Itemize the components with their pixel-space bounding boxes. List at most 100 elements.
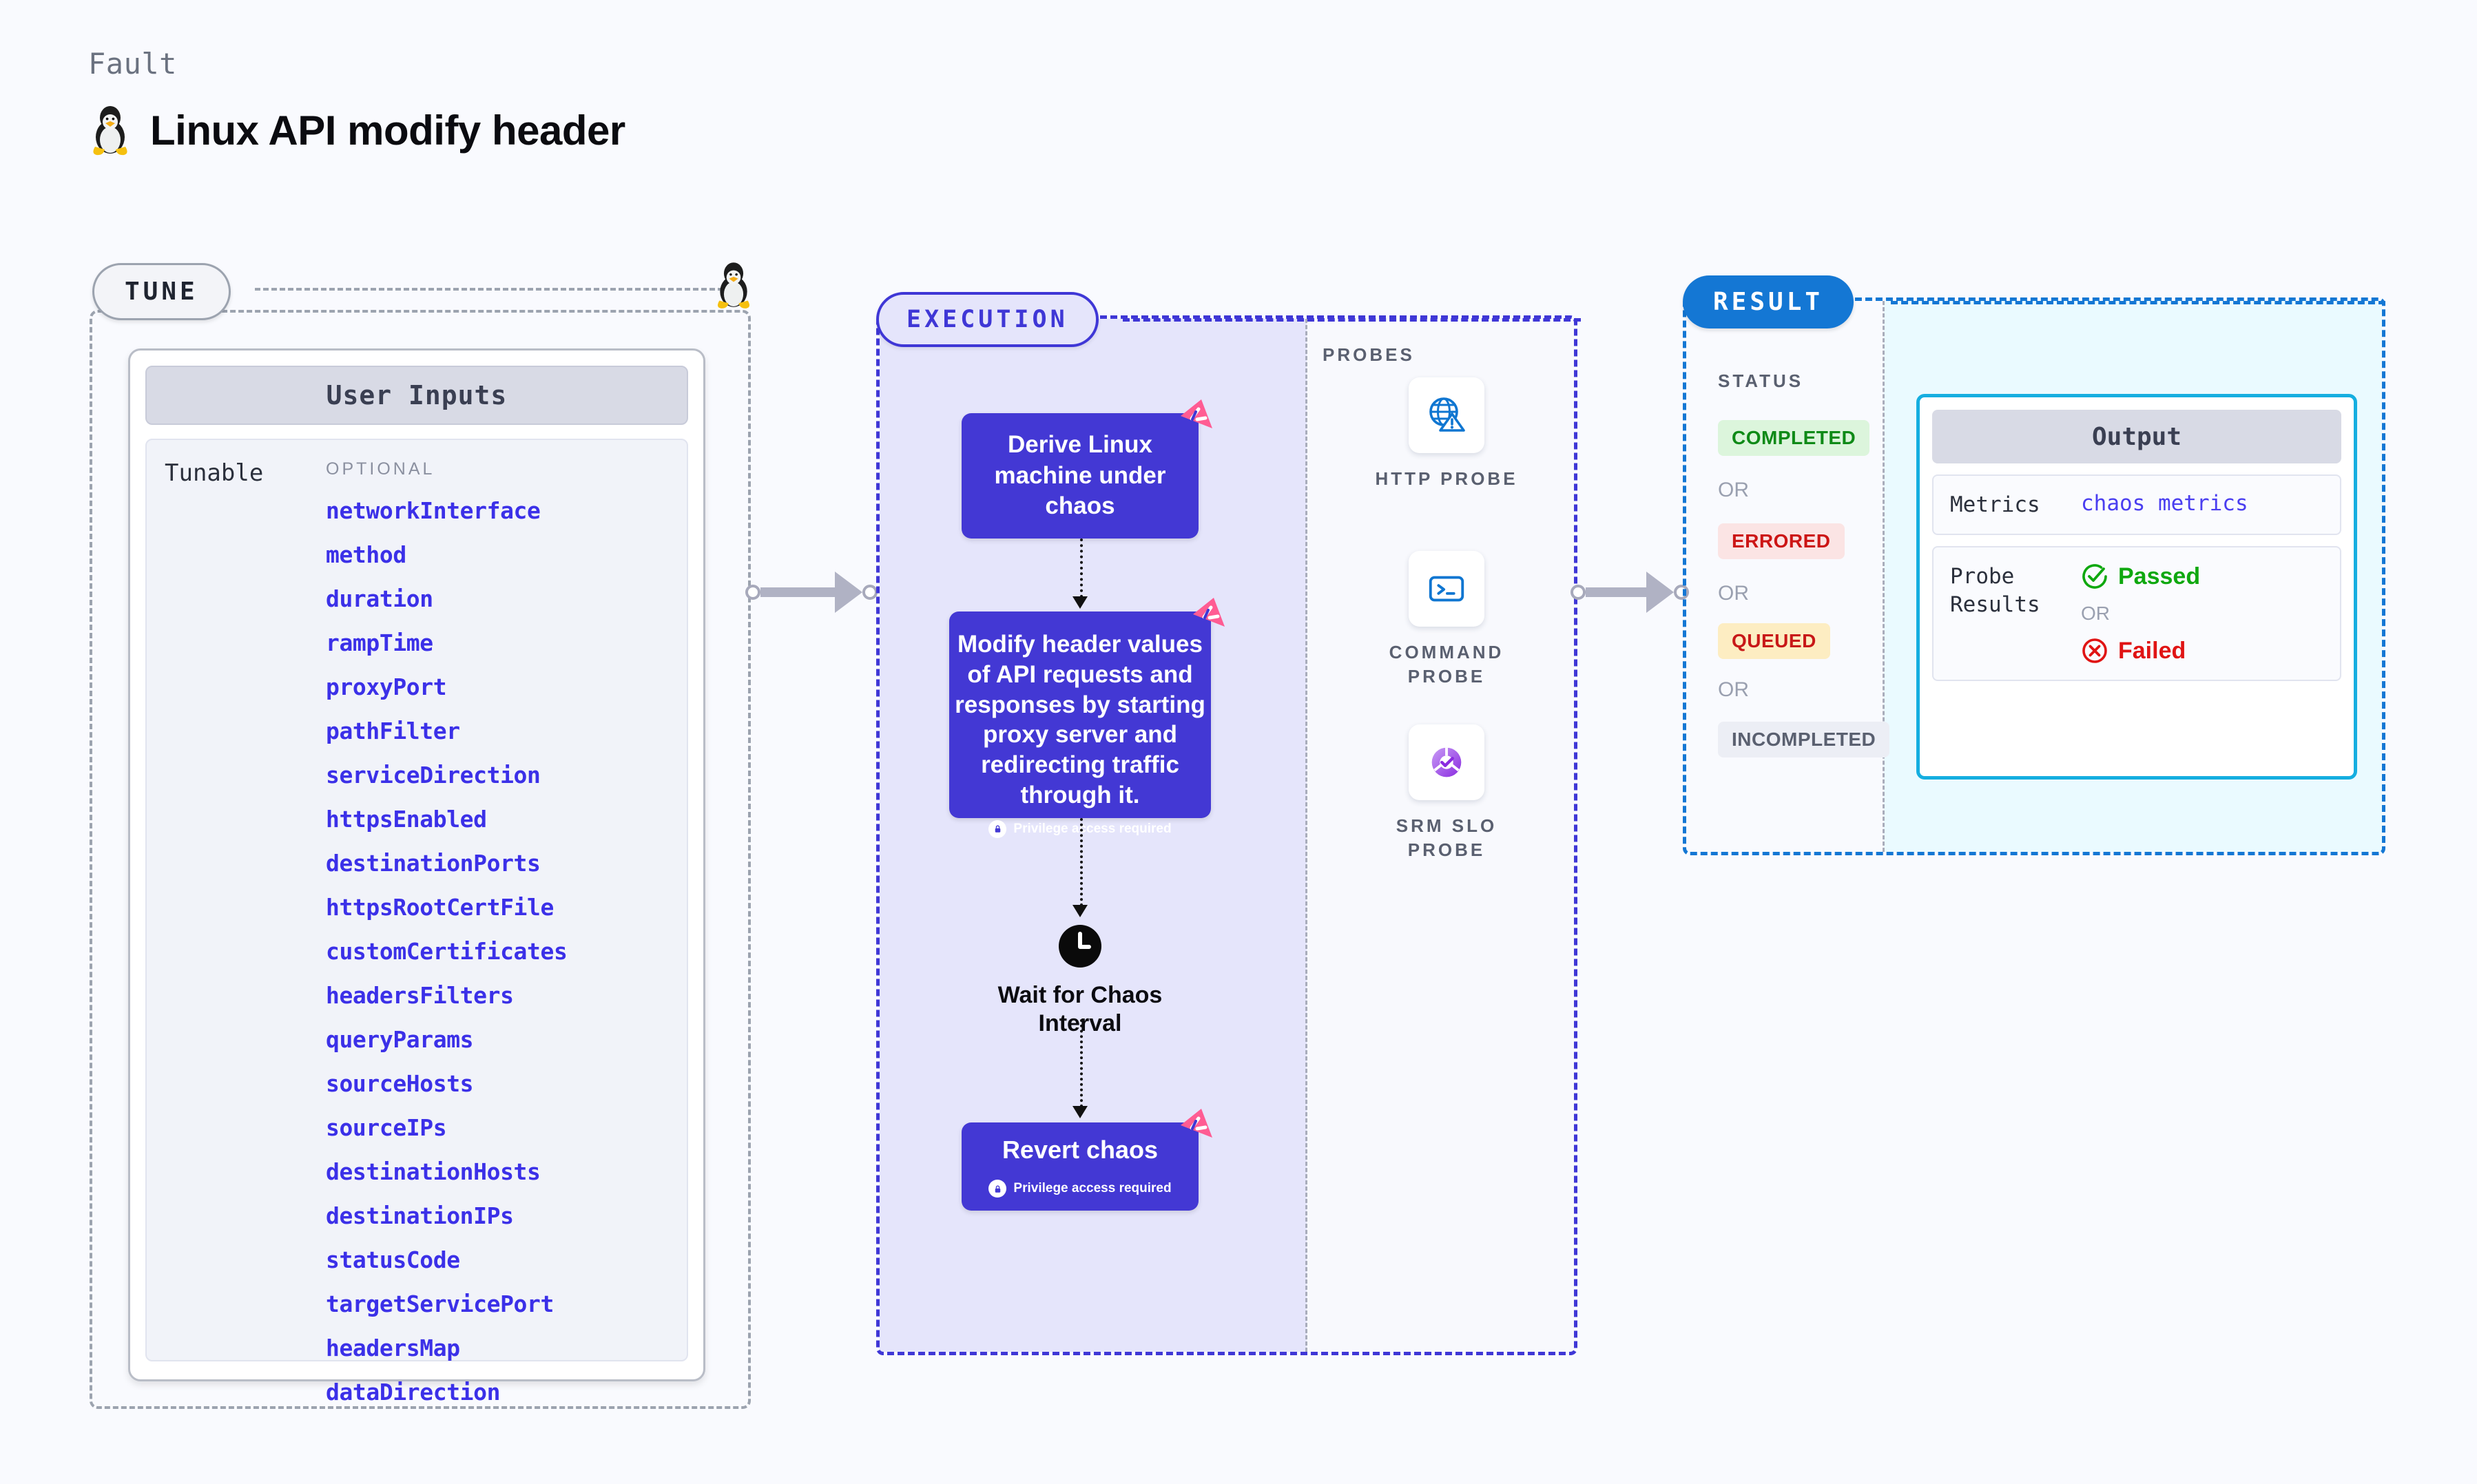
optional-label: OPTIONAL	[326, 459, 435, 479]
probe-results-key: Probe Results	[1950, 564, 2040, 617]
tune-stage-boundary	[90, 310, 751, 1409]
connector-start-dot	[1571, 585, 1586, 600]
tunable-item[interactable]: dataDirection	[326, 1379, 501, 1405]
privilege-badge: Privilege access required	[988, 819, 1172, 838]
connector-start-dot	[745, 585, 760, 600]
execution-to-result-connector	[1571, 572, 1689, 613]
connector-arrow-head	[1646, 572, 1674, 613]
probes-title: PROBES	[1323, 344, 1415, 365]
connector-bar	[760, 587, 836, 597]
title-row: Linux API modify header	[88, 104, 625, 156]
execution-node-modify[interactable]: Modify header values of API requests and…	[949, 598, 1225, 838]
status-badge-incompleted: INCOMPLETED	[1718, 722, 1890, 757]
status-or-label: OR	[1718, 479, 1749, 501]
probe-result-failed: Failed	[2081, 637, 2323, 665]
fault-marker-flag-icon	[1181, 1109, 1212, 1138]
clock-icon	[1059, 925, 1101, 968]
tunable-item[interactable]: destinationPorts	[326, 850, 541, 877]
execution-node-wait-label: Wait for Chaos Interval	[997, 982, 1163, 1037]
execution-probes-divider	[1305, 319, 1307, 1352]
tunable-item[interactable]: method	[326, 541, 406, 568]
lock-icon	[988, 1180, 1007, 1198]
tunable-item[interactable]: pathFilter	[326, 718, 460, 744]
privilege-badge: Privilege access required	[988, 1180, 1172, 1198]
tunable-item[interactable]: destinationIPs	[326, 1202, 514, 1229]
output-row-metrics: Metrics chaos metrics	[1932, 474, 2341, 536]
metrics-value[interactable]: chaos metrics	[2081, 491, 2248, 516]
tunable-item[interactable]: queryParams	[326, 1026, 474, 1053]
tunable-item[interactable]: httpsEnabled	[326, 806, 487, 833]
execution-node-wait[interactable]: Wait for Chaos Interval	[964, 923, 1196, 1038]
x-circle-icon	[2082, 638, 2107, 664]
fault-eyebrow-label: Fault	[88, 47, 177, 81]
fault-marker-flag-icon	[1193, 598, 1225, 627]
probe-label: COMMAND PROBE	[1389, 642, 1504, 687]
execution-node-revert-label: Revert chaos	[1002, 1136, 1159, 1164]
status-badge-completed: COMPLETED	[1718, 420, 1870, 456]
connector-arrow-head	[835, 572, 862, 613]
tunable-item[interactable]: headersFilters	[326, 982, 514, 1009]
tunable-item[interactable]: headersMap	[326, 1335, 460, 1361]
page-title: Linux API modify header	[150, 107, 625, 154]
tunable-item[interactable]: rampTime	[326, 629, 433, 656]
tunable-item[interactable]: sourceIPs	[326, 1114, 447, 1141]
status-or-label: OR	[1718, 582, 1749, 605]
tunable-item[interactable]: duration	[326, 585, 433, 612]
privilege-badge-label: Privilege access required	[1013, 821, 1172, 836]
flow-arrow-1-head	[1072, 596, 1088, 609]
result-connector-line	[1891, 301, 2385, 304]
probe-label: SRM SLO PROBE	[1396, 815, 1497, 861]
tunable-item[interactable]: sourceHosts	[326, 1070, 474, 1097]
connector-end-dot	[862, 585, 878, 600]
flow-arrow-2-head	[1072, 905, 1088, 917]
tunable-item[interactable]: statusCode	[326, 1246, 460, 1273]
output-row-probe-results: Probe Results Passed OR Failed	[1932, 546, 2341, 682]
result-stage-boundary	[1683, 297, 2385, 855]
execution-connector-line	[1123, 318, 1581, 322]
linux-penguin-icon	[717, 262, 750, 309]
probe-result-passed-label: Passed	[2118, 563, 2201, 589]
probes-background	[1307, 319, 1574, 1352]
status-badge-queued: QUEUED	[1718, 623, 1830, 659]
probe-result-or-label: OR	[2081, 603, 2110, 625]
probe-item-srm[interactable]: SRM SLO PROBE	[1360, 724, 1533, 862]
result-stage-pill[interactable]: RESULT	[1683, 275, 1854, 328]
probe-results-values: Passed OR Failed	[2081, 563, 2323, 665]
tunable-item[interactable]: targetServicePort	[326, 1290, 554, 1317]
flow-arrow-1	[1080, 539, 1083, 598]
status-or-label: OR	[1718, 678, 1749, 701]
execution-stage-boundary	[876, 315, 1577, 1355]
tunable-item[interactable]: customCertificates	[326, 938, 568, 965]
probe-label: HTTP PROBE	[1375, 468, 1518, 489]
output-title: Output	[1932, 410, 2341, 463]
tune-stage-pill[interactable]: TUNE	[92, 263, 231, 320]
flow-arrow-2	[1080, 818, 1083, 906]
tunable-item[interactable]: destinationHosts	[326, 1158, 541, 1185]
user-inputs-title: User Inputs	[145, 366, 688, 425]
tunable-item[interactable]: httpsRootCertFile	[326, 894, 554, 921]
probe-item-http[interactable]: HTTP PROBE	[1360, 377, 1533, 491]
lock-icon	[988, 819, 1007, 838]
page-header: Fault Linux API modify header	[88, 47, 625, 156]
flow-arrow-3-head	[1072, 1106, 1088, 1118]
metrics-key: Metrics	[1950, 492, 2040, 517]
fault-marker-flag-icon	[1181, 399, 1212, 428]
tunable-item[interactable]: serviceDirection	[326, 762, 541, 788]
tunable-list: OPTIONAL networkInterface method duratio…	[326, 459, 687, 1405]
tune-connector-line	[255, 288, 723, 291]
user-inputs-card: User Inputs Tunable OPTIONAL networkInte…	[128, 348, 705, 1405]
execution-stage-pill[interactable]: EXECUTION	[876, 292, 1099, 347]
result-status-output-divider	[1883, 301, 1885, 852]
execution-node-derive[interactable]: Derive Linux machine under chaos	[962, 399, 1212, 539]
status-badge-errored: ERRORED	[1718, 523, 1845, 559]
slo-donut-check-icon	[1409, 724, 1484, 800]
probe-result-passed: Passed	[2081, 563, 2323, 590]
status-title: STATUS	[1718, 370, 1804, 391]
probe-item-command[interactable]: COMMAND PROBE	[1360, 551, 1533, 689]
tunable-item[interactable]: networkInterface	[326, 497, 541, 524]
tunable-item[interactable]: proxyPort	[326, 673, 447, 700]
tune-to-execution-connector	[745, 572, 878, 613]
execution-node-revert[interactable]: Revert chaos Privilege access required	[962, 1109, 1212, 1211]
execution-node-modify-label: Modify header values of API requests and…	[955, 631, 1205, 808]
linux-penguin-icon	[93, 106, 127, 156]
